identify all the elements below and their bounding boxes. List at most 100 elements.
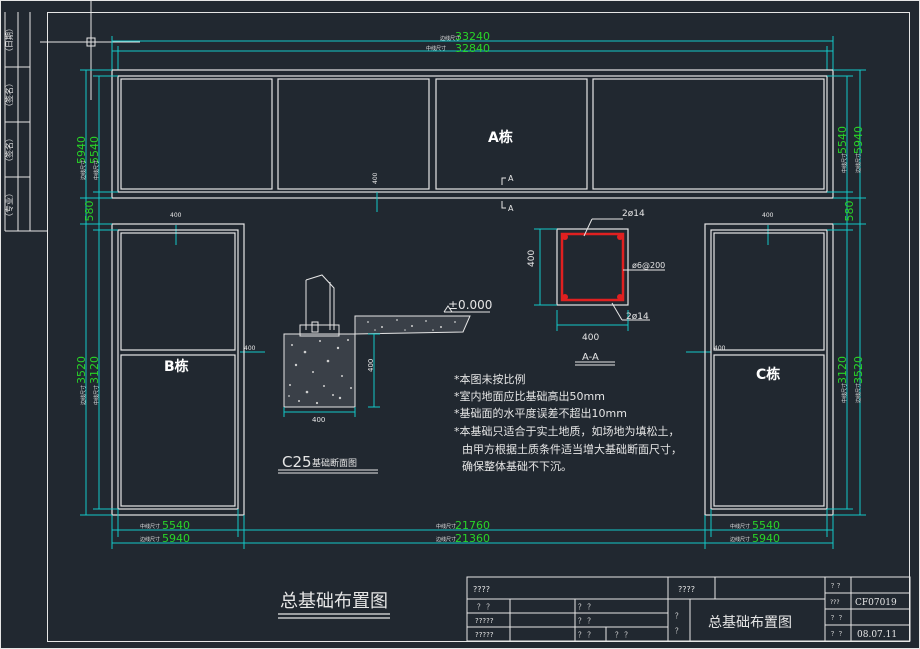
bottom-right-outer-dim: 5940: [752, 532, 780, 545]
note-6: 确保整体基础不下沉。: [462, 459, 572, 473]
tb-mid-q2: ？: [675, 627, 682, 635]
crosshair-cursor-icon: [40, 0, 140, 100]
building-a-label: A栋: [488, 129, 513, 146]
dim-400-c: 400: [762, 212, 774, 219]
column-stirrup: ø6@200: [632, 261, 665, 270]
right-vertical-dimensions: [827, 69, 866, 516]
right-bottom-inner-dim: 3120: [836, 356, 849, 384]
right-bottom-outer-label: 边线尺寸: [855, 383, 862, 403]
foundation-width-dim: 400: [312, 416, 325, 424]
left-vertical-dimensions: [80, 69, 118, 516]
tb-r3c1: ?????: [475, 617, 494, 625]
tb-r2c1: ？ ？: [477, 603, 493, 611]
drawing-title: 总基础布置图: [280, 591, 388, 612]
dim-400-e: 400: [714, 345, 726, 352]
tb-r3c2: ？ ？: [578, 617, 594, 625]
column-top-rebar: 2ø14: [622, 209, 645, 219]
tb-r1c2: ????: [678, 585, 695, 594]
dim-400-b: 400: [170, 212, 182, 219]
bottom-center-inner-label: 中线尺寸: [436, 523, 456, 530]
section-cut-mark: [501, 177, 506, 209]
bottom-left-inner-dim: 5540: [162, 519, 190, 532]
right-gap-dim: 580: [843, 201, 856, 222]
top-inner-dim: 32840: [455, 42, 490, 55]
note-4: *本基础只适合于实土地质，如场地为填松土，: [454, 424, 680, 438]
left-top-inner-label: 中线尺寸: [93, 160, 100, 180]
building-c: [704, 223, 834, 516]
section-mark-top: A: [508, 174, 514, 183]
column-section-aa: [534, 218, 665, 366]
title-block: [466, 576, 911, 642]
tb-r4c1: ?????: [475, 631, 494, 639]
dim-400-a: 400: [372, 172, 379, 184]
dim-400-d: 400: [244, 345, 256, 352]
tb-date: 08.07.11: [857, 630, 897, 640]
tb-rc2: ???: [830, 599, 840, 606]
tb-r4c3: ？ ？: [615, 631, 631, 639]
left-top-inner-dim: 5540: [88, 136, 101, 164]
column-caption: A-A: [582, 352, 599, 363]
bottom-left-outer-dim: 5940: [162, 532, 190, 545]
tb-rc3: ？ ？: [831, 615, 845, 622]
left-bottom-outer-dim: 3520: [75, 356, 88, 384]
note-5: 由甲方根据土质条件适当增大基础断面尺寸，: [462, 442, 682, 456]
column-bottom-rebar: 2ø14: [626, 312, 649, 322]
top-outer-label: 边线尺寸: [440, 35, 460, 42]
bottom-left-inner-label: 中线尺寸: [140, 523, 160, 530]
side-label-date: （日期）: [5, 24, 14, 56]
left-bottom-inner-label: 中线尺寸: [93, 385, 100, 405]
right-top-outer-dim: 5940: [852, 126, 865, 154]
tb-mid-q: ？: [675, 612, 682, 620]
building-b: [111, 223, 245, 516]
foundation-height-dim: 400: [367, 359, 375, 372]
right-top-inner-dim: 5540: [836, 126, 849, 154]
inner-frame-border: [47, 12, 910, 642]
foundation-caption: C25: [282, 453, 312, 471]
tb-drawing-name: 总基础布置图: [708, 614, 792, 631]
left-top-outer-label: 边线尺寸: [80, 160, 87, 180]
side-label-discipline: （专业）: [4, 189, 14, 221]
left-gap-dim: 580: [83, 201, 96, 222]
left-bottom-inner-dim: 3120: [88, 356, 101, 384]
building-b-label: B栋: [164, 358, 189, 375]
building-c-label: C栋: [756, 366, 780, 383]
top-inner-label: 中线尺寸: [426, 45, 446, 52]
bottom-dimension-lines: [111, 509, 834, 549]
note-3: *基础面的水平度误差不超出10mm: [454, 406, 627, 420]
side-label-sign-1: （签名）: [4, 79, 14, 111]
right-bottom-outer-dim: 3520: [852, 356, 865, 384]
right-top-outer-label: 边线尺寸: [855, 153, 862, 173]
bottom-right-outer-label: 边线尺寸: [730, 536, 750, 543]
left-top-outer-dim: 5940: [75, 136, 88, 164]
tb-rc4: ？ ？: [831, 631, 845, 638]
bottom-left-outer-label: 边线尺寸: [140, 536, 160, 543]
bottom-center-inner-dim: 21760: [455, 519, 490, 532]
foundation-section-detail: [278, 274, 490, 474]
right-bottom-inner-label: 中线尺寸: [841, 383, 848, 403]
tb-r1c1: ????: [473, 585, 490, 594]
small-dimension-ticks: [175, 192, 769, 353]
side-label-sign-2: （签名）: [4, 134, 14, 166]
notes-block: *本图未按比例 *室内地面应比基础高出50mm *基础面的水平度误差不超出10m…: [454, 372, 682, 473]
bottom-right-inner-dim: 5540: [752, 519, 780, 532]
note-2: *室内地面应比基础高出50mm: [454, 389, 605, 403]
tb-rc1: ？？: [831, 583, 843, 590]
concrete-hatch: [288, 339, 352, 405]
side-title-strip: （日期） （签名） （签名） （专业）: [4, 12, 47, 232]
tb-r2c2: ？ ？: [578, 603, 594, 611]
section-mark-bottom: A: [508, 204, 514, 213]
left-bottom-outer-label: 边线尺寸: [80, 385, 87, 405]
elevation-label: ±0.000: [448, 298, 492, 312]
tb-drawing-code: CF07019: [855, 598, 897, 608]
building-a: [111, 69, 834, 199]
foundation-caption-suffix: 基础断面图: [312, 457, 357, 469]
column-width-dim: 400: [582, 333, 599, 343]
tb-r4c2: ？ ？: [578, 631, 594, 639]
top-outer-dim: 33240: [455, 30, 490, 43]
bottom-center-outer-label: 边线尺寸: [436, 536, 456, 543]
right-top-inner-label: 中线尺寸: [841, 153, 848, 173]
top-dimension-lines: [111, 36, 834, 70]
bottom-right-inner-label: 中线尺寸: [730, 523, 750, 530]
bottom-center-outer-dim: 21360: [455, 532, 490, 545]
